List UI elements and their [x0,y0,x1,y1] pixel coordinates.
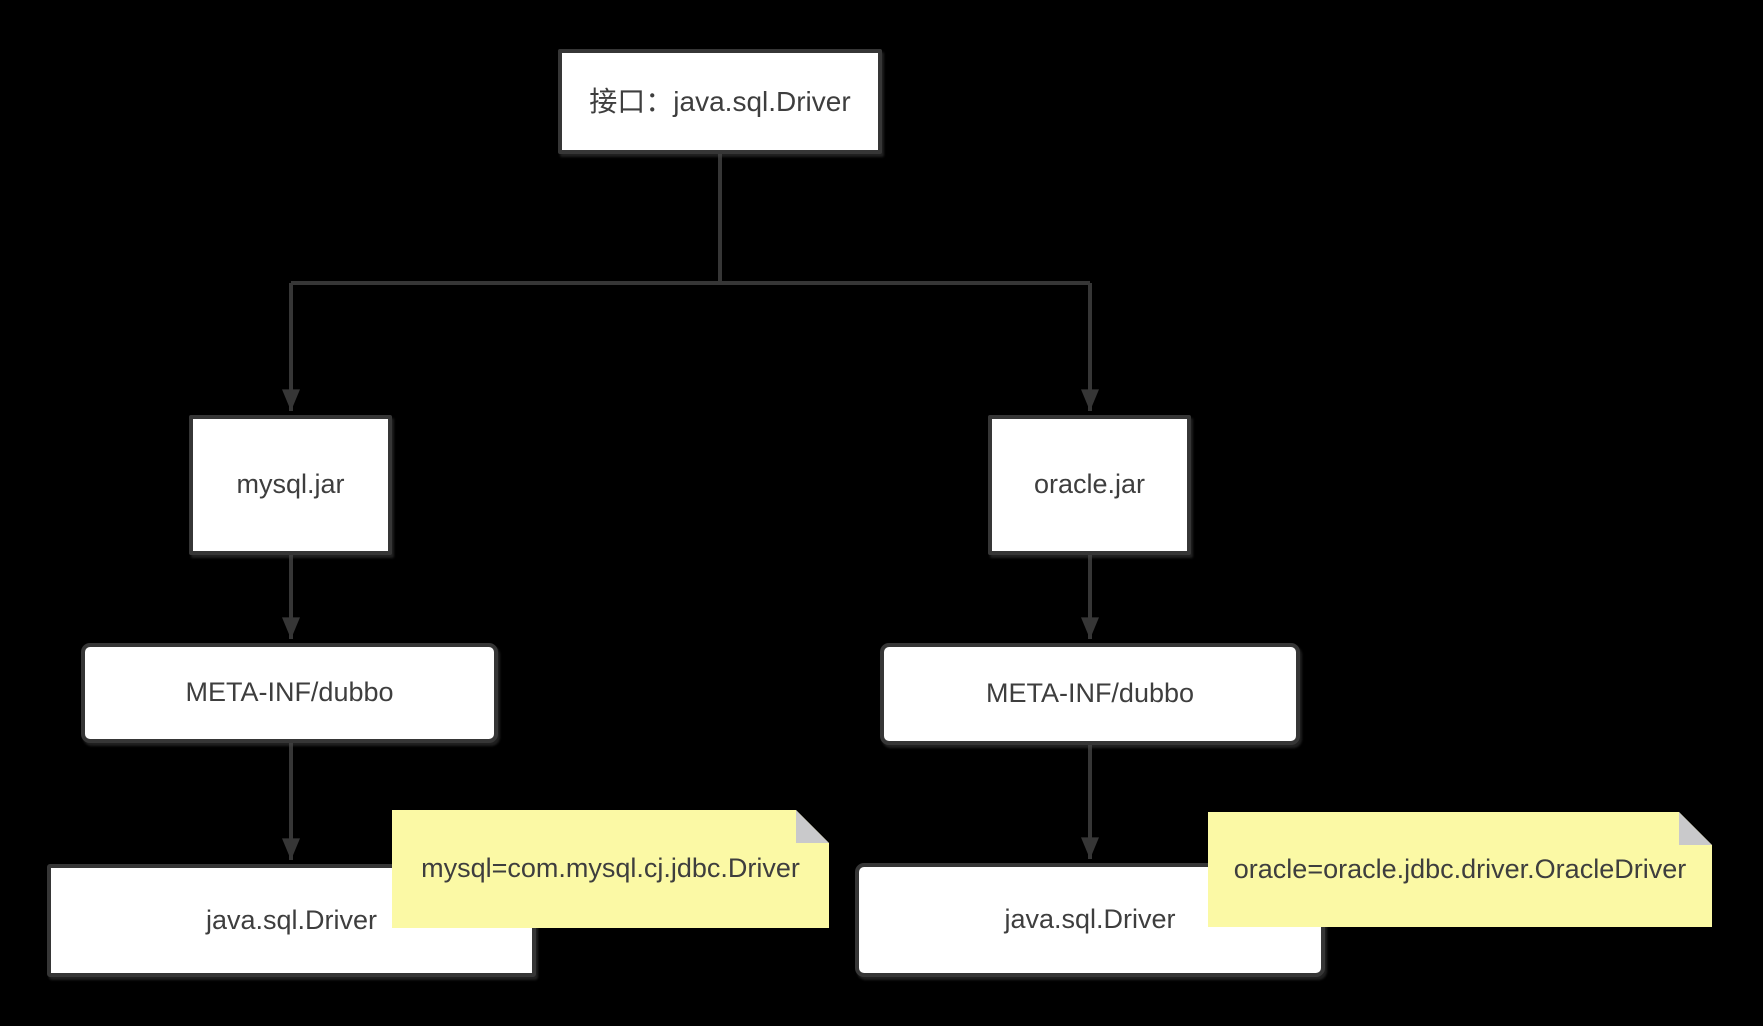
oracle-sticky-note-text: oracle=oracle.jdbc.driver.OracleDriver [1233,853,1687,884]
connector-root-tee [291,154,1090,285]
oracle-driver-file-label: java.sql.Driver [1004,904,1176,935]
mysql-meta-inf-folder-node: META-INF/dubbo [81,643,498,743]
mysql-meta-inf-folder-label: META-INF/dubbo [185,677,394,708]
mysql-jar-node-label: mysql.jar [236,469,345,500]
mysql-sticky-note: mysql=com.mysql.cj.jdbc.Driver [392,810,829,928]
oracle-meta-inf-folder-label: META-INF/dubbo [985,678,1195,709]
interface-node-label: 接口：java.sql.Driver [589,86,851,117]
oracle-jar-node-label: oracle.jar [1033,469,1146,500]
oracle-meta-inf-folder-node: META-INF/dubbo [880,643,1300,745]
interface-node: 接口：java.sql.Driver [558,49,882,154]
mysql-jar-node: mysql.jar [189,415,392,555]
mysql-driver-file-label: java.sql.Driver [205,904,378,935]
oracle-jar-node: oracle.jar [988,415,1191,555]
mysql-sticky-note-text: mysql=com.mysql.cj.jdbc.Driver [421,853,800,884]
oracle-sticky-note: oracle=oracle.jdbc.driver.OracleDriver [1208,812,1712,927]
